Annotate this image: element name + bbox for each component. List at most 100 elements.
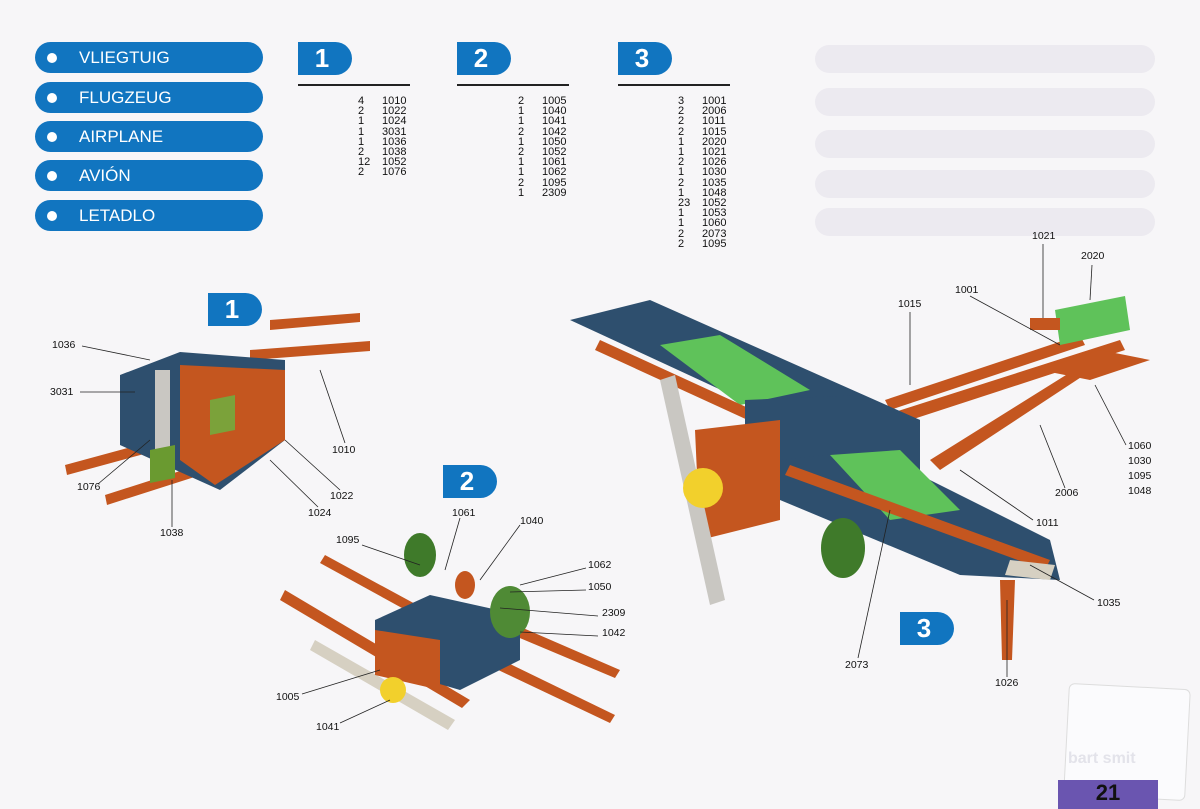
callout-1026: 1026 (995, 677, 1019, 689)
model-2-illustration (280, 533, 620, 730)
callout-2006: 2006 (1055, 487, 1079, 499)
part-number: 1052 (542, 146, 567, 159)
ghost-shape (815, 208, 1155, 236)
title-text: LETADLO (79, 205, 156, 225)
model-3-badge: 3 (900, 612, 954, 645)
part-quantity: 4 (358, 95, 365, 107)
callout-1050: 1050 (588, 581, 612, 593)
parts-list-row: 2 1005 (518, 95, 567, 107)
callout-1095: 1095 (336, 534, 360, 546)
callout-1062: 1062 (588, 559, 612, 571)
part-quantity: 1 (518, 105, 525, 118)
title-pill-czech: LETADLO (35, 200, 263, 231)
bullet-icon (47, 92, 57, 103)
part-number: 2309 (542, 186, 567, 199)
step-2-header-badge: 2 (457, 42, 511, 75)
divider (618, 84, 730, 86)
callout-1036: 1036 (52, 339, 76, 351)
part-number: 1038 (382, 146, 407, 159)
part-number: 1095 (702, 237, 727, 250)
part-quantity: 12 (358, 156, 371, 169)
part-number: 1061 (542, 156, 567, 169)
callout-1011: 1011 (1036, 517, 1059, 529)
ghost-shape (815, 45, 1155, 73)
part-number: 1010 (382, 95, 407, 107)
part-number: 1095 (542, 176, 567, 189)
part-quantity: 2 (678, 176, 685, 189)
part-quantity: 1 (358, 115, 365, 128)
part-quantity: 1 (678, 166, 685, 179)
part-number: 1041 (542, 115, 567, 128)
part-number: 1001 (702, 95, 727, 107)
parts-list-row: 3 1001 (678, 95, 727, 107)
part-quantity: 2 (518, 95, 525, 107)
part-number: 1052 (702, 197, 727, 210)
part-quantity: 1 (518, 135, 525, 148)
callout-2020: 2020 (1081, 250, 1105, 262)
part-number: 1052 (382, 156, 407, 169)
part-number: 1021 (702, 146, 727, 159)
part-quantity: 1 (358, 135, 365, 148)
title-text: VLIEGTUIG (79, 47, 170, 67)
callout-2073: 2073 (845, 659, 869, 671)
bullet-icon (47, 131, 57, 142)
part-number: 1036 (382, 135, 407, 148)
part-quantity: 1 (518, 115, 525, 128)
callout-1015: 1015 (898, 298, 922, 310)
callout-1001: 1001 (955, 284, 979, 296)
part-number: 1022 (382, 105, 407, 118)
part-quantity: 1 (678, 217, 685, 230)
model-1-badge: 1 (208, 293, 262, 326)
part-quantity: 2 (678, 227, 685, 240)
part-number: 1062 (542, 166, 567, 179)
callout-1042: 1042 (602, 627, 626, 639)
title-pill-dutch: VLIEGTUIG (35, 42, 263, 73)
model-3-illustration (570, 296, 1150, 660)
part-quantity: 1 (518, 186, 525, 199)
part-quantity: 23 (678, 197, 691, 210)
callout-1030: 1030 (1128, 455, 1152, 467)
part-number: 1076 (382, 166, 407, 179)
bullet-icon (47, 52, 57, 63)
callout-1040: 1040 (520, 515, 544, 527)
callout-1076: 1076 (77, 481, 101, 493)
callout-2309: 2309 (602, 607, 626, 619)
parts-list-row: 1 1041 (518, 115, 567, 128)
part-number: 1011 (702, 115, 726, 128)
part-quantity: 1 (678, 186, 685, 199)
callout-1024: 1024 (308, 507, 332, 519)
callout-lines (80, 244, 1127, 724)
part-quantity: 2 (678, 125, 685, 138)
title-pill-spanish: AVIÓN (35, 160, 263, 191)
step-3-header-badge: 3 (618, 42, 672, 75)
callout-1021: 1021 (1032, 230, 1056, 242)
part-quantity: 3 (678, 95, 685, 107)
title-text: FLUGZEUG (79, 87, 172, 107)
model-1-illustration (65, 313, 370, 505)
parts-list-row: 1 1021 (678, 146, 727, 159)
part-quantity: 1 (358, 125, 365, 138)
part-quantity: 2 (678, 105, 685, 118)
part-quantity: 1 (678, 146, 685, 159)
callout-1095: 1095 (1128, 470, 1152, 482)
part-number: 1005 (542, 95, 567, 107)
callout-1060: 1060 (1128, 440, 1152, 452)
